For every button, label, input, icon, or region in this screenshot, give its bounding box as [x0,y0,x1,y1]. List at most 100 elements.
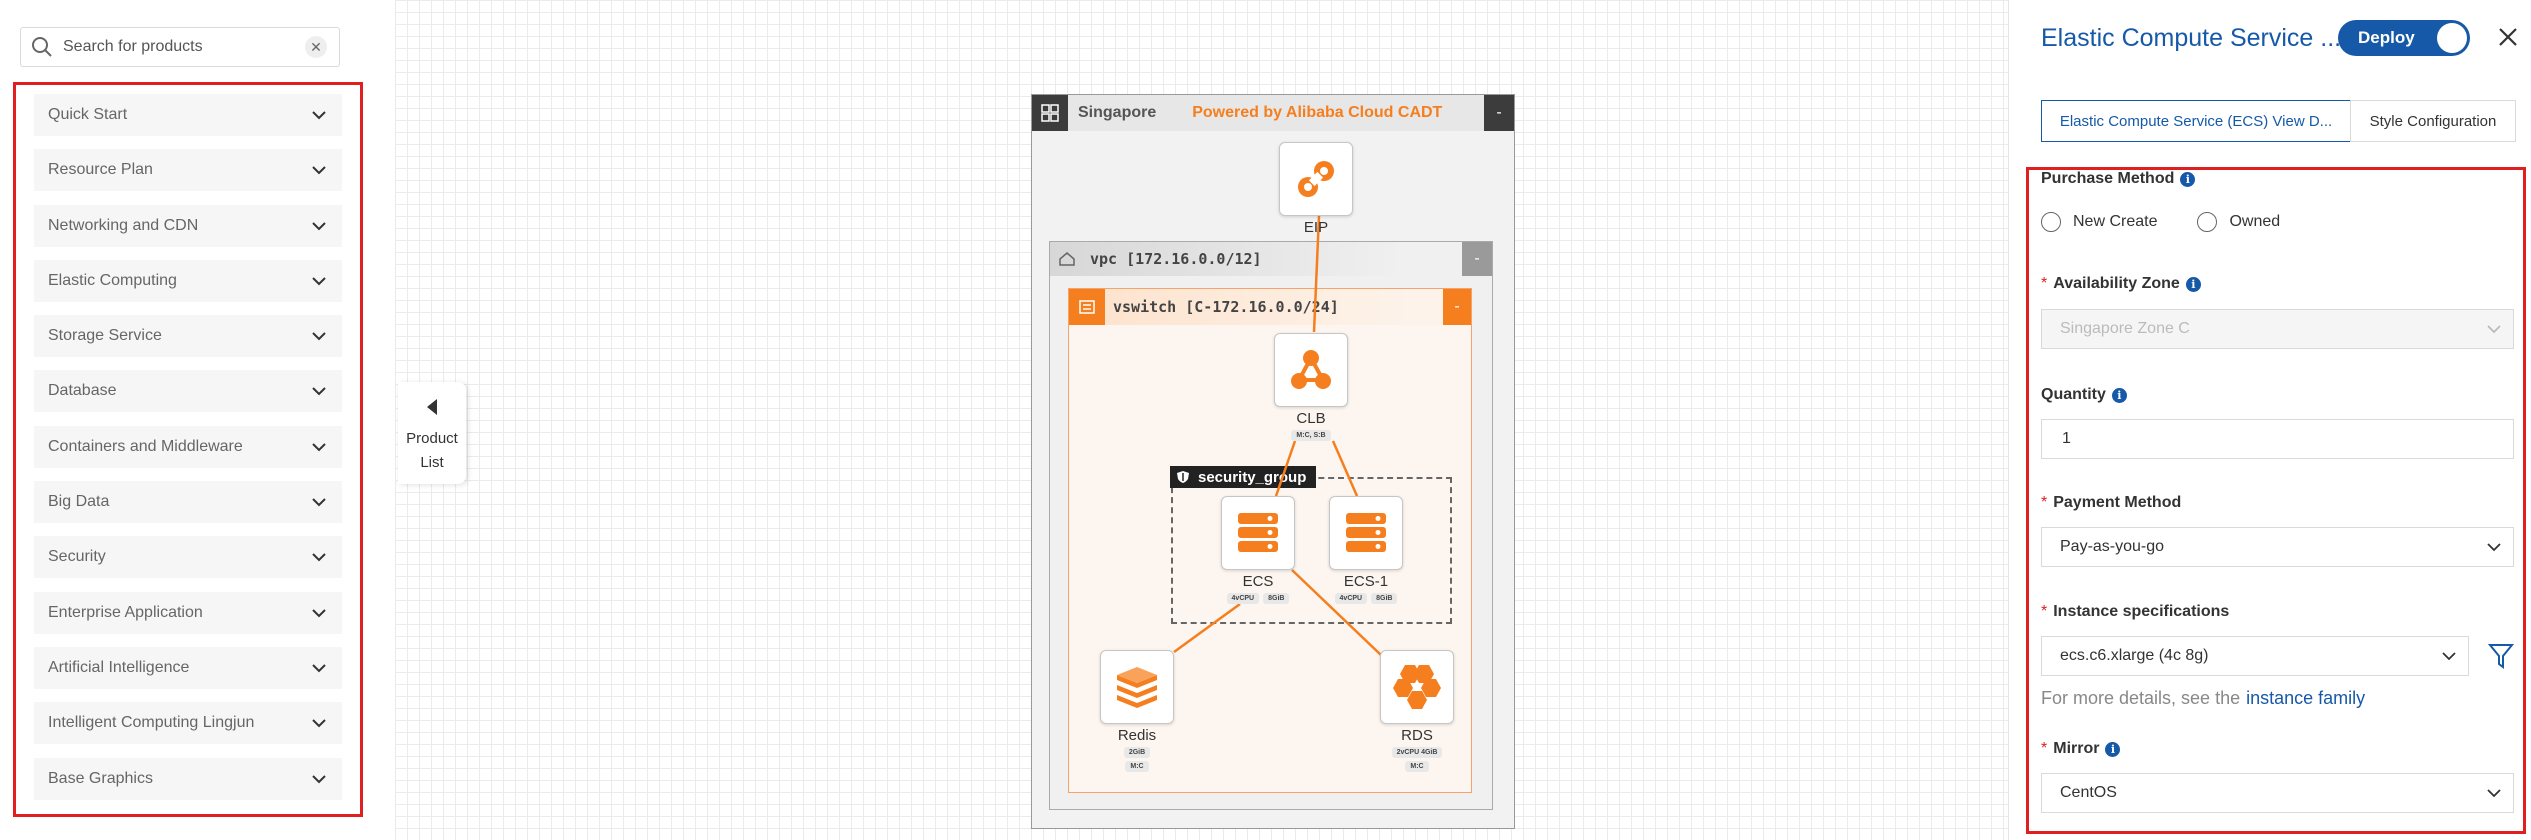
redis-label: Redis [1117,727,1157,744]
ecs-node-box[interactable] [1221,496,1295,570]
rds-label: RDS [1401,727,1433,744]
vswitch-header: vswitch [C-172.16.0.0/24] - [1069,289,1471,325]
chevron-down-icon [2487,325,2501,334]
vpc-collapse-button[interactable]: - [1462,242,1492,276]
info-icon[interactable]: i [2105,741,2121,757]
deploy-toggle[interactable]: Deploy [2338,20,2470,56]
ecs1-label: ECS-1 [1343,573,1389,590]
node-ecs[interactable]: ECS 4vCPU 8GiB [1203,496,1313,604]
info-icon[interactable]: i [2180,171,2196,187]
info-icon[interactable]: i [2111,387,2127,403]
category-storage-service[interactable]: Storage Service [34,315,342,358]
category-label: Storage Service [48,327,162,345]
ecs1-node-box[interactable] [1329,496,1403,570]
category-label: Networking and CDN [48,216,199,234]
radio-owned-label[interactable]: Owned [2229,213,2281,230]
tab-ecs-view[interactable]: Elastic Compute Service (ECS) View D... [2041,100,2351,142]
category-label: Enterprise Application [48,603,203,621]
category-security[interactable]: Security [34,536,342,579]
vswitch-name: vswitch [C-172.16.0.0/24] [1113,298,1339,316]
node-rds[interactable]: RDS 2vCPU 4GiB M:C [1362,650,1472,772]
availability-zone-text: Availability Zone [2053,275,2180,292]
instance-family-link[interactable]: instance family [2246,688,2366,708]
vpc-name: vpc [172.16.0.0/12] [1090,250,1262,268]
clb-node-box[interactable] [1274,333,1348,407]
powered-by-label: Powered by Alibaba Cloud CADT [1192,104,1443,121]
tab-style-configuration[interactable]: Style Configuration [2350,100,2516,142]
category-resource-plan[interactable]: Resource Plan [34,149,342,192]
redis-node-box[interactable] [1100,650,1174,724]
grid-icon [1032,95,1068,131]
server-icon [1238,513,1278,552]
radio-new-create[interactable] [2041,212,2061,232]
search-box[interactable]: ✕ [20,27,340,67]
redis-icon [1117,667,1157,708]
instance-spec-text: Instance specifications [2053,603,2230,620]
ecs1-mem-tag: 8GiB [1371,593,1398,604]
info-icon[interactable]: i [2185,276,2201,292]
search-input[interactable] [61,37,305,57]
config-form-highlight [2026,167,2526,834]
required-marker: * [2041,494,2048,511]
quantity-field[interactable] [2041,419,2514,459]
chevron-down-icon [312,498,326,507]
payment-method-label: * Payment Method [2041,494,2181,512]
category-label: Base Graphics [48,769,153,787]
category-big-data[interactable]: Big Data [34,481,342,524]
redis-tags: 2GiB M:C [1123,747,1151,772]
category-artificial-intelligence[interactable]: Artificial Intelligence [34,646,342,689]
chevron-down-icon [2487,789,2501,798]
close-icon[interactable] [2493,22,2523,52]
required-marker: * [2041,275,2048,292]
mirror-select[interactable]: CentOS [2041,773,2514,813]
category-intelligent-computing-lingjun[interactable]: Intelligent Computing Lingjun [34,702,342,745]
vpc-header: vpc [172.16.0.0/12] - [1050,242,1492,276]
category-containers-middleware[interactable]: Containers and Middleware [34,425,342,468]
instance-spec-value: ecs.c6.xlarge (4c 8g) [2060,647,2209,664]
chevron-down-icon [312,608,326,618]
node-clb[interactable]: CLB M:C, S:B [1256,333,1366,441]
product-list-toggle[interactable]: Product List [398,382,466,484]
category-database[interactable]: Database [34,370,342,413]
product-sidebar: ✕ Quick Start Resource Plan Networking a… [0,0,396,840]
node-eip[interactable]: EIP [1261,142,1371,236]
vswitch-collapse-button[interactable]: - [1443,289,1471,325]
category-label: Elastic Computing [48,271,177,289]
instance-spec-select[interactable]: ecs.c6.xlarge (4c 8g) [2041,636,2469,676]
purchase-method-radios: New Create Owned [2041,212,2320,232]
mirror-value: CentOS [2060,784,2117,801]
region-name: Singapore [1078,104,1157,121]
cloud-home-icon [1050,242,1084,276]
chevron-down-icon [312,277,326,286]
region-collapse-button[interactable]: - [1484,95,1514,131]
category-label: Intelligent Computing Lingjun [48,714,255,732]
category-networking-cdn[interactable]: Networking and CDN [34,204,342,247]
category-list: Quick Start Resource Plan Networking and… [13,82,363,817]
switch-icon [1069,289,1105,325]
category-enterprise-application[interactable]: Enterprise Application [34,591,342,634]
category-label: Big Data [48,493,110,511]
clb-tags: M:C, S:B [1291,430,1331,441]
ecs-label: ECS [1242,573,1274,590]
node-ecs-1[interactable]: ECS-1 4vCPU 8GiB [1311,496,1421,604]
filter-icon[interactable] [2487,641,2515,671]
node-redis[interactable]: Redis 2GiB M:C [1082,650,1192,772]
rds-node-box[interactable] [1380,650,1454,724]
category-quick-start[interactable]: Quick Start [34,94,342,136]
category-elastic-computing[interactable]: Elastic Computing [34,259,342,302]
ecs1-cpu-tag: 4vCPU [1334,593,1368,604]
server-icon [1346,513,1386,552]
security-group-label[interactable]: security_group [1170,466,1317,488]
category-base-graphics[interactable]: Base Graphics [34,757,342,800]
chevron-down-icon [2442,652,2456,661]
eip-node-box[interactable] [1279,142,1353,216]
category-label: Database [48,382,117,400]
radio-new-create-label[interactable]: New Create [2073,213,2158,230]
quantity-input[interactable] [2060,429,2503,449]
payment-method-select[interactable]: Pay-as-you-go [2041,527,2514,567]
collapse-arrow-icon [427,399,437,415]
radio-owned[interactable] [2197,212,2218,232]
clb-label: CLB [1296,410,1326,427]
clear-search-icon[interactable]: ✕ [305,36,327,58]
